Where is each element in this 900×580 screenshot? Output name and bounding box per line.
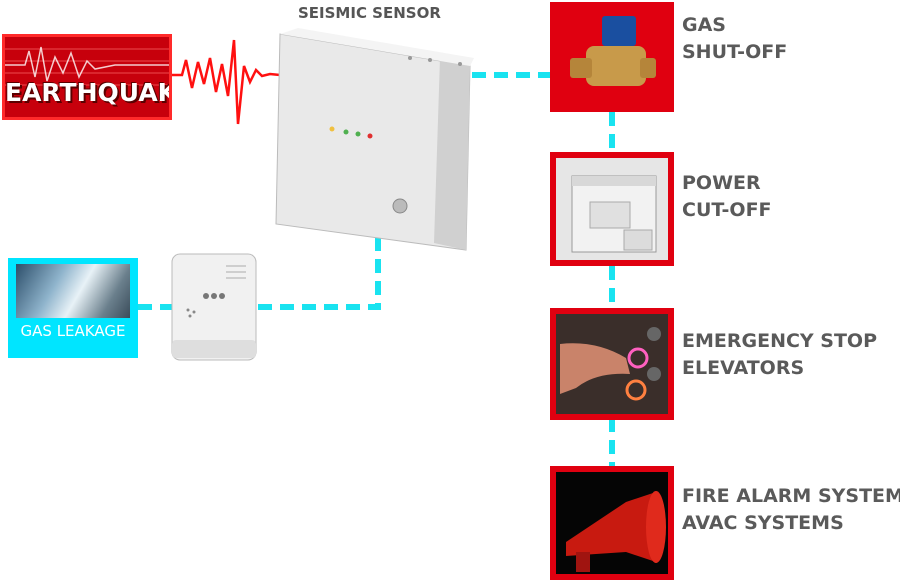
key-lock-icon (392, 198, 408, 214)
output-label-power-cutoff: POWER CUT-OFF (682, 172, 772, 221)
gas-shutoff-panel (550, 2, 674, 112)
power-cutoff-panel (550, 152, 674, 266)
detector-to-sensor-line (258, 222, 381, 310)
gas-leakage-label: GAS LEAKAGE (20, 322, 126, 340)
elevator-buttons-icon (556, 314, 668, 414)
sensor-title: SEISMIC SENSOR (298, 4, 441, 22)
elevator-stop-panel (550, 308, 674, 420)
solenoid-valve-icon (570, 16, 656, 86)
fire-alarm-panel (550, 466, 674, 580)
siren-horn-icon (566, 491, 666, 572)
earthquake-panel: EARTHQUAKE (2, 34, 172, 120)
output-label-gas-shutoff: GAS SHUT-OFF (682, 14, 788, 63)
seismogram-background (5, 46, 169, 86)
circuit-breaker-icon (571, 175, 657, 253)
earthquake-label: EARTHQUAKE (5, 78, 169, 107)
output-label-fire-alarm: FIRE ALARM SYSTEMS AVAC SYSTEMS (682, 485, 900, 534)
seismic-wave (170, 39, 281, 125)
seismic-sensor-device (275, 28, 474, 251)
gas-leak-photo (16, 264, 130, 318)
gas-leakage-panel: GAS LEAKAGE (8, 258, 138, 358)
gas-detector-device (171, 253, 257, 361)
output-label-elevators: EMERGENCY STOP ELEVATORS (682, 330, 878, 379)
